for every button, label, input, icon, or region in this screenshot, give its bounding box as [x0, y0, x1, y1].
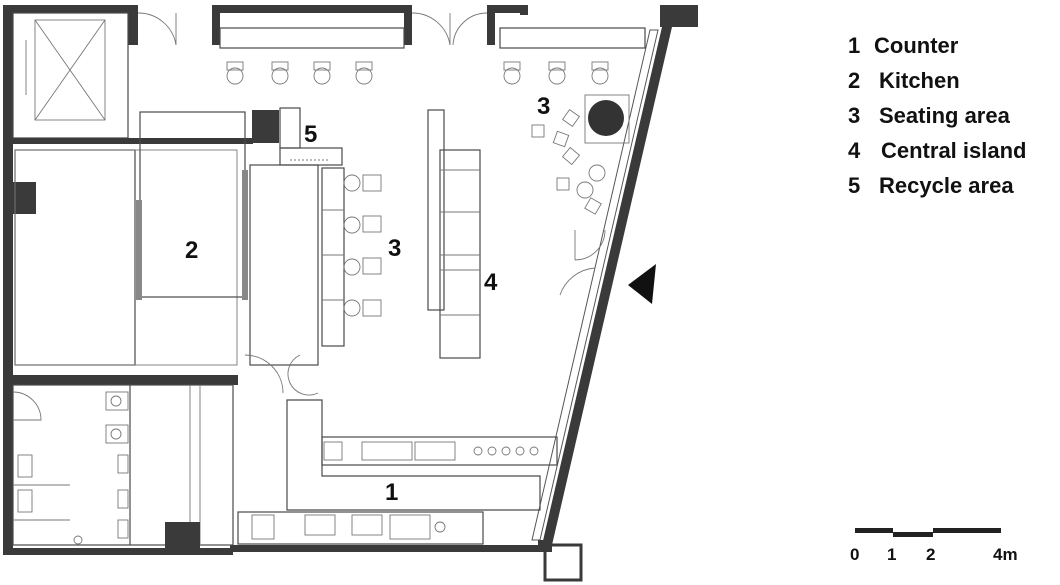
legend-text: Kitchen [879, 68, 960, 93]
legend-num: 1 [848, 33, 860, 58]
label-recycle: 5 [304, 121, 317, 148]
legend-text: Central island [881, 138, 1026, 163]
outer-walls [3, 5, 698, 582]
side-door [559, 229, 606, 296]
seating-area-left [321, 167, 382, 347]
toilet-icon [17, 454, 129, 539]
label-seating-right: 3 [537, 93, 550, 120]
label-seating-left: 3 [388, 235, 401, 262]
scale-tick: 1 [887, 545, 896, 564]
legend: 1 Counter 2 Kitchen 3 Seating area 4 Cen… [848, 33, 1026, 198]
label-kitchen: 2 [185, 237, 198, 264]
seating-area-right [531, 94, 630, 215]
legend-num: 3 [848, 103, 860, 128]
top-bar-right [499, 27, 646, 85]
legend-text: Seating area [879, 103, 1011, 128]
entrance-arrow-icon [628, 264, 656, 304]
elevator-shaft [12, 12, 129, 139]
kitchen-room [8, 111, 319, 396]
burner-row [473, 446, 539, 456]
top-bar-left [219, 27, 405, 85]
legend-text: Recycle area [879, 173, 1014, 198]
label-counter: 1 [385, 479, 398, 506]
recycle-area [252, 107, 343, 166]
legend-num: 4 [848, 138, 861, 163]
scale-bar: 0 1 2 4m [850, 528, 1018, 564]
label-island: 4 [484, 269, 498, 296]
legend-text: Counter [874, 33, 959, 58]
scale-tick: 0 [850, 545, 859, 564]
legend-num: 2 [848, 68, 860, 93]
scale-tick: 4m [993, 545, 1018, 564]
restrooms [12, 384, 234, 552]
stool-icon [226, 61, 373, 85]
counter [237, 399, 558, 545]
sink-icon [105, 391, 129, 444]
entry-doors [137, 12, 488, 46]
scale-tick: 2 [926, 545, 935, 564]
central-island [427, 109, 481, 359]
legend-num: 5 [848, 173, 860, 198]
